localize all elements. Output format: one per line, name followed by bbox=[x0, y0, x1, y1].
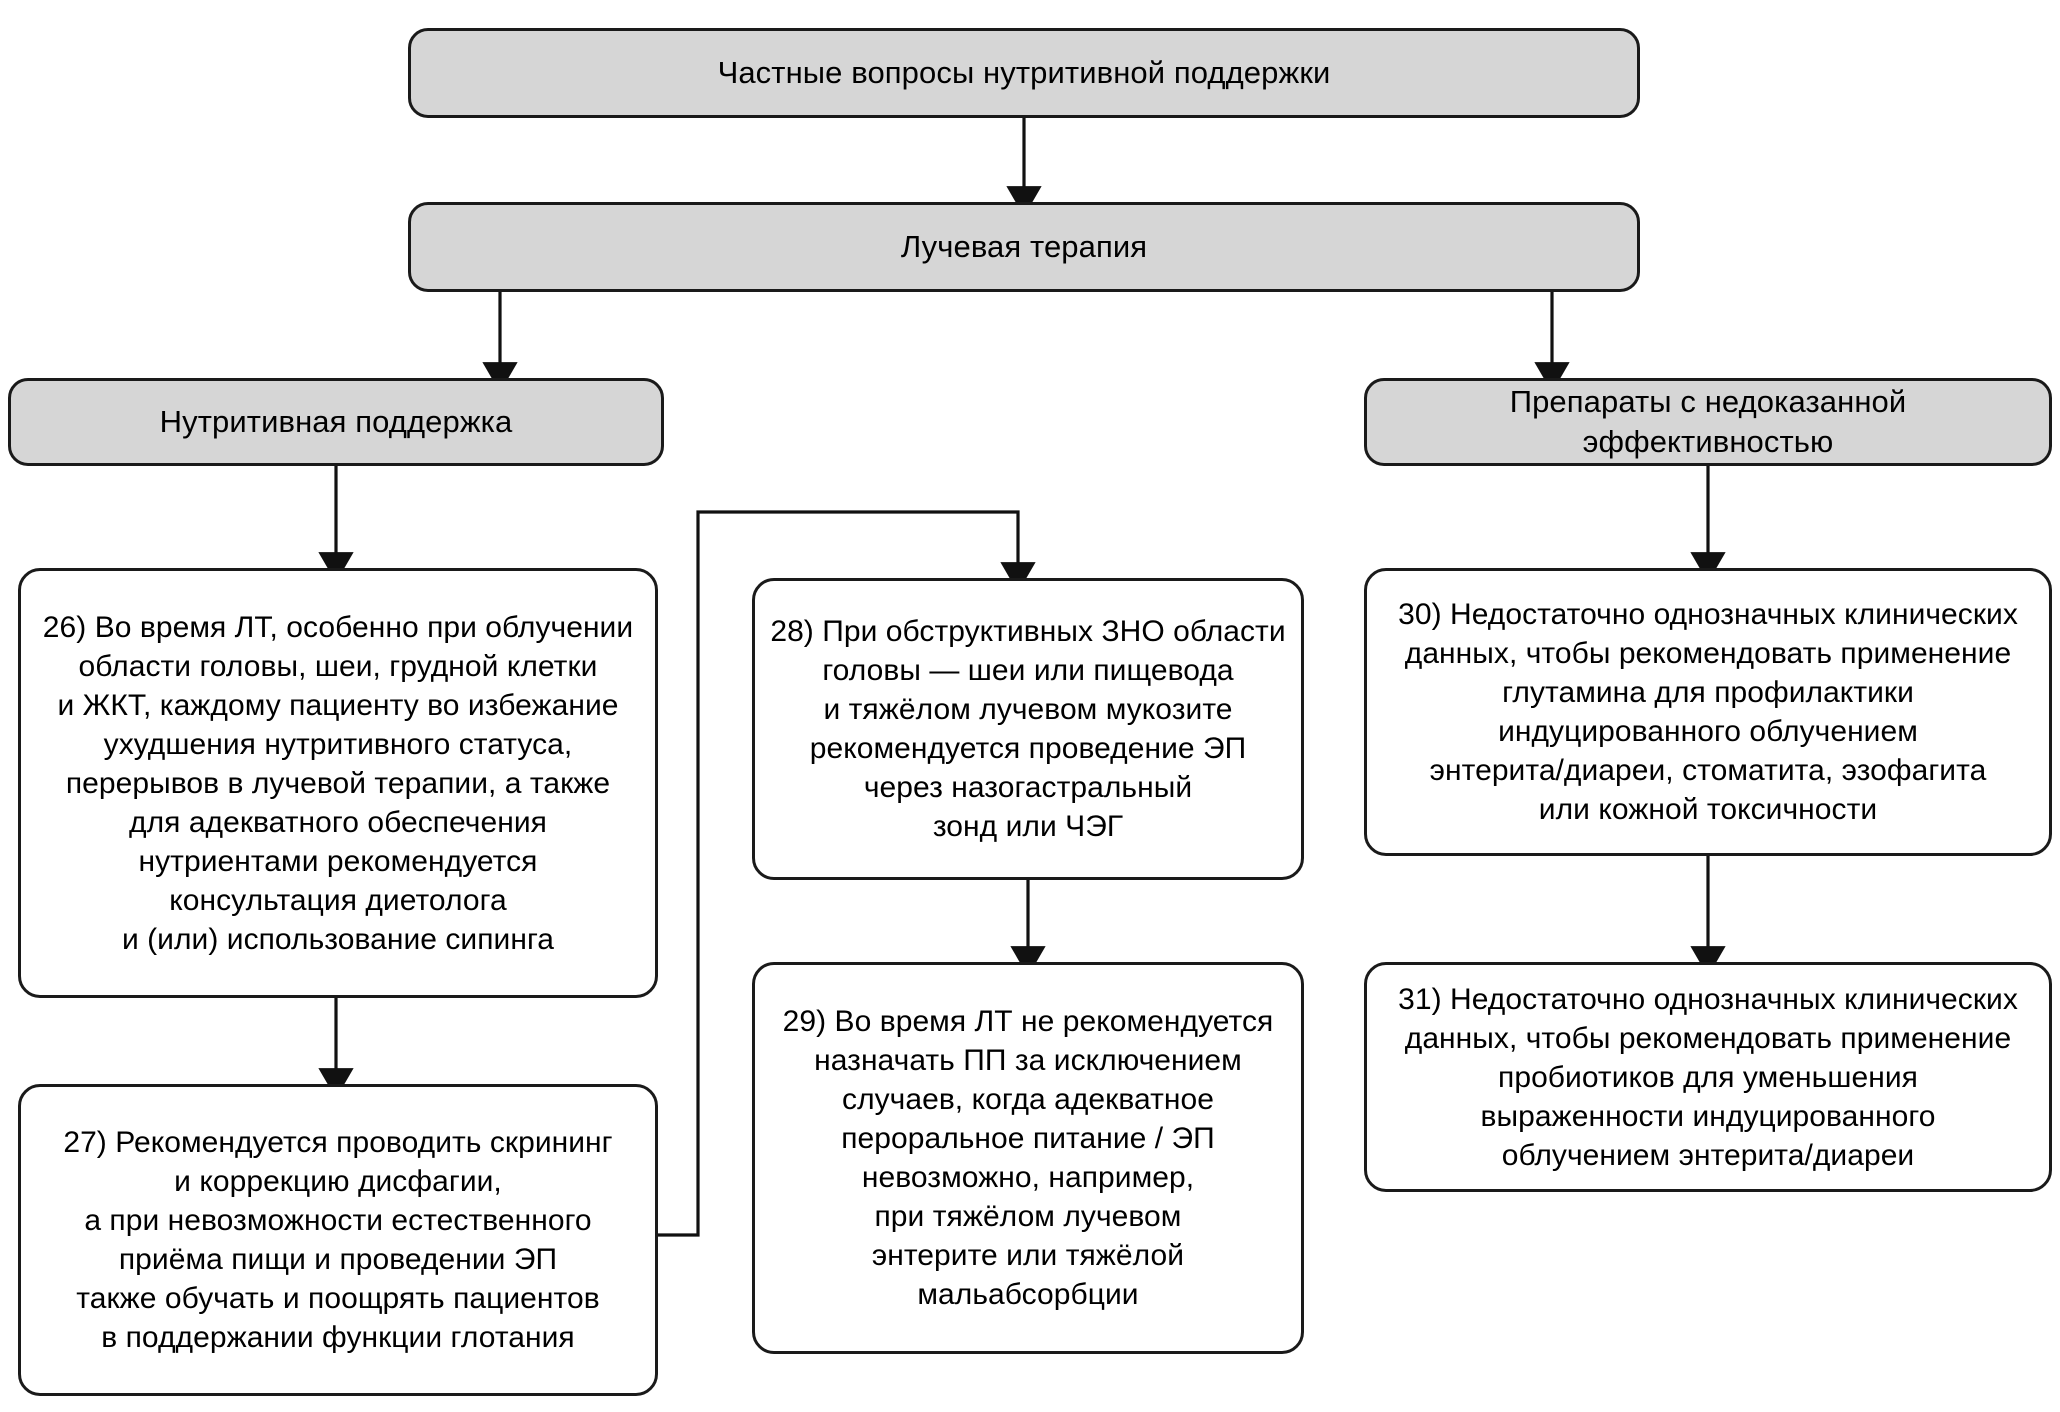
node-recommendation-27: 27) Рекомендуется проводить скрининг и к… bbox=[18, 1084, 658, 1396]
node-radiation-therapy: Лучевая терапия bbox=[408, 202, 1640, 292]
node-recommendation-26: 26) Во время ЛТ, особенно при облучении … bbox=[18, 568, 658, 998]
node-root-topic: Частные вопросы нутритивной поддержки bbox=[408, 28, 1640, 118]
node-recommendation-29: 29) Во время ЛТ не рекомендуется назнача… bbox=[752, 962, 1304, 1354]
node-recommendation-31: 31) Недостаточно однозначных клинических… bbox=[1364, 962, 2052, 1192]
node-unproven-drugs: Препараты с недоказанной эффективностью bbox=[1364, 378, 2052, 466]
node-nutrition-support: Нутритивная поддержка bbox=[8, 378, 664, 466]
node-recommendation-28: 28) При обструктивных ЗНО области головы… bbox=[752, 578, 1304, 880]
node-recommendation-30: 30) Недостаточно однозначных клинических… bbox=[1364, 568, 2052, 856]
